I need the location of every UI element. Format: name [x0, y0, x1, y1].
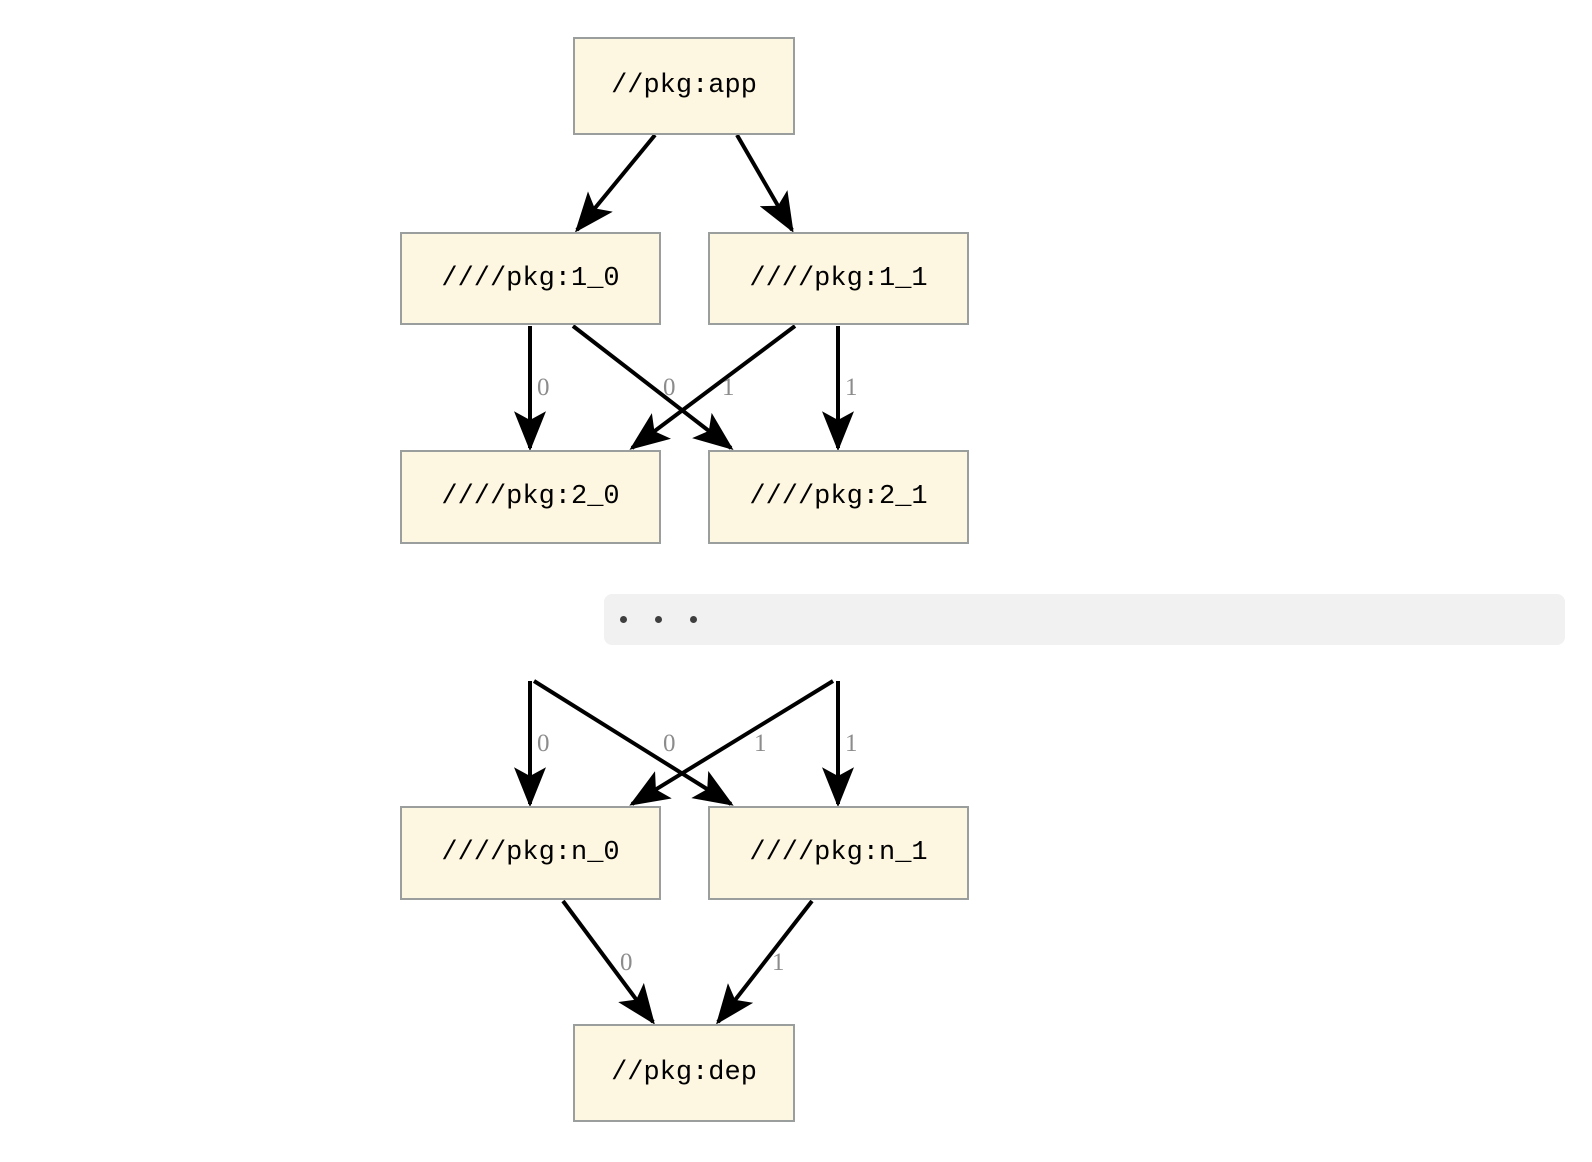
- edge-label-1_0-2_0: 0: [537, 374, 550, 401]
- graph-node-app[interactable]: //pkg:app: [573, 37, 795, 135]
- graph-node-n2_1[interactable]: ////pkg:2_1: [708, 450, 969, 544]
- graph-edge-y-n_0b: [629, 679, 835, 806]
- graph-edge-n_1-dep: [716, 899, 814, 1025]
- graph-node-label: //pkg:dep: [611, 1058, 757, 1088]
- edge-label-x-n_0: 0: [537, 730, 550, 757]
- graph-node-label: ////pkg:n_0: [441, 838, 620, 868]
- edge-label-x-n_1b: 0: [663, 730, 676, 757]
- edge-label-n_0-dep: 0: [620, 949, 633, 976]
- ellipsis-dots: [620, 616, 697, 623]
- graph-edge-1_1-2_0: [629, 324, 797, 450]
- graph-node-label: //pkg:app: [611, 71, 757, 101]
- graph-node-label: ////pkg:1_0: [441, 263, 620, 294]
- edge-label-1_0-2_1: 0: [663, 374, 676, 401]
- edge-label-y-n_1: 1: [845, 730, 858, 757]
- graph-node-n1_0[interactable]: ////pkg:1_0: [400, 232, 661, 325]
- graph-node-dep[interactable]: //pkg:dep: [573, 1024, 795, 1122]
- graph-edge-x-n_1b: [532, 679, 734, 806]
- graph-node-label: ////pkg:n_1: [749, 838, 928, 868]
- edge-label-1_1-2_1: 1: [845, 374, 858, 401]
- graph-node-label: ////pkg:2_1: [749, 482, 928, 512]
- edge-label-n_1-dep: 1: [772, 949, 785, 976]
- graph-node-n2_0[interactable]: ////pkg:2_0: [400, 450, 661, 544]
- graph-edge-1_0-2_1: [571, 324, 734, 450]
- ellipsis-dot: [690, 616, 697, 623]
- edge-label-y-n_0b: 1: [754, 730, 767, 757]
- graph-edge-app-1_0: [574, 133, 657, 233]
- ellipsis-dot: [655, 616, 662, 623]
- graph-edge-app-1_1: [735, 133, 794, 233]
- graph-node-label: ////pkg:2_0: [441, 482, 620, 512]
- graph-node-n1_1[interactable]: ////pkg:1_1: [708, 232, 969, 325]
- ellipsis-dot: [620, 616, 627, 623]
- ellipsis-separator-band: [604, 594, 1565, 645]
- graph-node-nn_0[interactable]: ////pkg:n_0: [400, 806, 661, 900]
- graph-edge-n_0-dep: [561, 899, 655, 1025]
- edge-lines: [514, 133, 854, 1025]
- graph-node-nn_1[interactable]: ////pkg:n_1: [708, 806, 969, 900]
- edge-label-1_1-2_0: 1: [722, 374, 735, 401]
- graph-node-label: ////pkg:1_1: [749, 263, 928, 294]
